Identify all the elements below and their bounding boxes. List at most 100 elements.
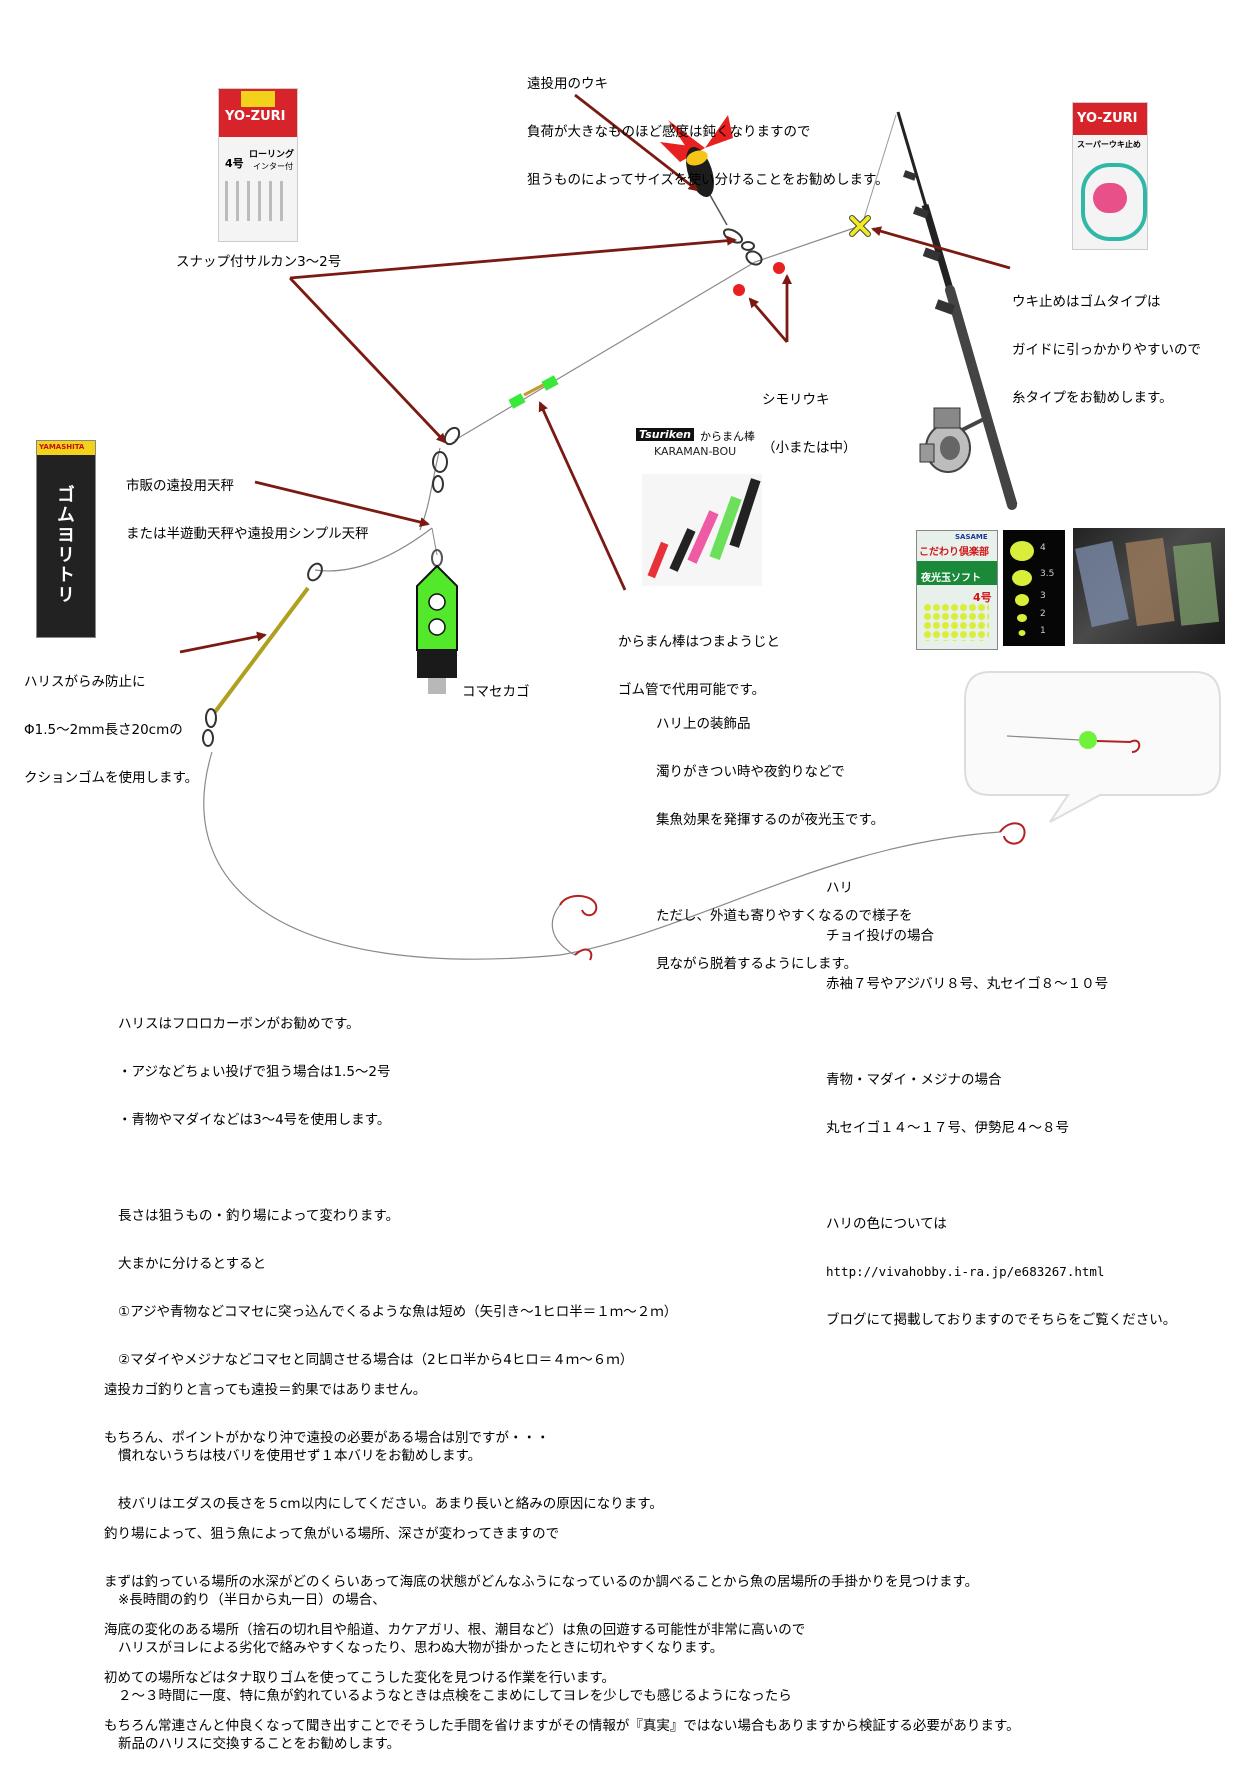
- hook-note-line: 丸セイゴ１４～１７号、伊勢尼４～８号: [826, 1120, 1069, 1136]
- bead-size-4: 4: [1040, 543, 1046, 553]
- cushion-note-line: Φ1.5～2mm長さ20cmの: [24, 722, 183, 738]
- harisu-note-line: ハリスはフロロカーボンがお勧めです。: [118, 1016, 360, 1032]
- bead-size-3-5: 3.5: [1040, 569, 1055, 579]
- ukidome-note-line: ウキ止めはゴムタイプは: [1012, 294, 1161, 310]
- shimori-note: シモリウキ （小または中）: [762, 360, 857, 472]
- cushion-rubber-icon: [202, 562, 323, 747]
- karaman-note-line: からまん棒はつまようじと: [618, 634, 780, 650]
- bottom-note-line: [104, 1478, 1020, 1494]
- tenbin-swivel-icon: [432, 426, 461, 493]
- decoration-product-photo: [1073, 528, 1225, 644]
- reel-icon: [919, 407, 987, 473]
- decoration-note: ハリ上の装飾品 濁りがきつい時や夜釣りなどで 集魚効果を発揮するのが夜光玉です。…: [656, 684, 913, 988]
- karaman-bou-icon: [508, 375, 559, 409]
- hook-note-line: ハリ: [826, 880, 853, 896]
- komase-label: コマセカゴ: [462, 684, 530, 700]
- yozuri-swivel-product: ローリング: [249, 150, 295, 160]
- yozuri-ukidome-product: スーパーウキ止め: [1077, 140, 1141, 149]
- glow-bead-size-chart: [1003, 530, 1065, 646]
- karaman-name-en: KARAMAN-BOU: [654, 445, 737, 458]
- decoration-bubble: [964, 671, 1221, 823]
- arrows: [179, 93, 1011, 654]
- main-line: [203, 225, 1001, 960]
- bottom-note-line: 釣り場によって、狙う魚によって魚がいる場所、深さが変わってきますので: [104, 1526, 560, 1542]
- hook-icon-main: [999, 822, 1026, 845]
- yozuri-swivel-brand: YO-ZURI: [225, 109, 286, 124]
- float-note: 遠投用のウキ 負荷が大きなものほど感度は鈍くなりますので 狙うものによってサイズ…: [527, 44, 889, 204]
- float-stopper-icon: [849, 215, 871, 237]
- bottom-note-line: もちろん常連さんと仲良くなって聞き出すことでそうした手間を省けますがその情報が『…: [104, 1718, 1020, 1734]
- hook-note-line: 青物・マダイ・メジナの場合: [826, 1072, 1002, 1088]
- snap-swivel-label: スナップ付サルカン3～2号: [176, 254, 342, 270]
- bottom-note: 遠投カゴ釣りと言っても遠投＝釣果ではありません。 もちろん、ポイントがかなり沖で…: [104, 1350, 1020, 1750]
- decoration-note-line: ハリ上の装飾品: [656, 716, 751, 732]
- hook-note-line: [826, 1168, 1176, 1184]
- karaman-brand: Tsuriken: [636, 428, 694, 441]
- yozuri-swivel-sub: インター付: [253, 162, 293, 171]
- shimori-bead-lower: [733, 284, 745, 296]
- yamashita-brand: YAMASHITA: [39, 443, 85, 451]
- float-note-line: 狙うものによってサイズを使い分けることをお勧めします。: [527, 172, 889, 188]
- bead-size-2: 2: [1040, 609, 1046, 619]
- fishing-rod: [861, 111, 1018, 510]
- komase-basket-icon: [416, 527, 458, 694]
- cushion-note-line: クションゴムを使用します。: [24, 770, 199, 786]
- ukidome-note-line: 糸タイプをお勧めします。: [1012, 390, 1173, 406]
- sasame-package: SASAME こだわり倶楽部 夜光玉ソフト 4号: [916, 530, 998, 650]
- sasame-size: 4号: [973, 591, 992, 604]
- tenbin-note-line: または半遊動天秤や遠投用シンプル天秤: [126, 526, 369, 542]
- hook-color-link[interactable]: http://vivahobby.i-ra.jp/e683267.html: [826, 1264, 1105, 1279]
- harisu-note-line: 慣れないうちは枝バリを使用せず１本バリをお勧めします。: [118, 1448, 482, 1464]
- float-note-line: 負荷が大きなものほど感度は鈍くなりますので: [527, 124, 811, 140]
- harisu-note-line: ・青物やマダイなどは3～4号を使用します。: [118, 1112, 391, 1128]
- yozuri-swivel-package: YO-ZURI 4号 ローリング インター付: [218, 88, 298, 242]
- hook-note-line: チョイ投げの場合: [826, 928, 934, 944]
- bead-size-labels: 4 3.5 3 2 1: [1040, 543, 1062, 643]
- decoration-note-line: ただし、外道も寄りやすくなるので様子を: [656, 908, 913, 924]
- harisu-note-line: 枝バリはエダスの長さを５cm以内にしてください。あまり長いと絡みの原因になります…: [118, 1496, 663, 1512]
- shimori-note-line: シモリウキ: [762, 392, 830, 408]
- hook-note-line: [826, 1024, 1176, 1040]
- harisu-note-line: 大まかに分けるとすると: [118, 1256, 267, 1272]
- hook-note-line: 赤袖７号やアジバリ８号、丸セイゴ８～１０号: [826, 976, 1109, 992]
- tenbin-note: 市販の遠投用天秤 または半遊動天秤や遠投用シンプル天秤: [126, 446, 369, 558]
- cushion-note-line: ハリスがらみ防止に: [24, 674, 146, 690]
- tenbin-note-line: 市販の遠投用天秤: [126, 478, 234, 494]
- ukidome-note-line: ガイドに引っかかりやすいので: [1012, 342, 1201, 358]
- hook-note-line: ブログにて掲載しておりますのでそちらをご覧ください。: [826, 1312, 1177, 1328]
- harisu-note-line: ①アジや青物などコマセに突っ込んでくるような魚は短め（矢引き～1ヒロ半＝１ｍ～２…: [118, 1304, 678, 1320]
- karaman-package: Tsuriken からまん棒 KARAMAN-BOU: [632, 428, 772, 588]
- fishing-rig-diagram: [179, 93, 1221, 961]
- harisu-note-line: ・アジなどちょい投げで狙う場合は1.5～2号: [118, 1064, 391, 1080]
- ukidome-note: ウキ止めはゴムタイプは ガイドに引っかかりやすいので 糸タイプをお勧めします。: [1012, 262, 1201, 422]
- decoration-note-line: 集魚効果を発揮するのが夜光玉です。: [656, 812, 885, 828]
- sasame-brand: SASAME: [955, 533, 988, 541]
- decoration-note-line: 濁りがきつい時や夜釣りなどで: [656, 764, 845, 780]
- hook-icon-branch: [574, 948, 593, 961]
- karaman-note: からまん棒はつまようじと ゴム管で代用可能です。: [618, 602, 780, 714]
- bottom-note-line: まずは釣っている場所の水深がどのくらいあって海底の状態がどんなふうになっているの…: [104, 1574, 979, 1590]
- harisu-note-line: [118, 1160, 792, 1176]
- yamashita-product: ゴムヨリトリ: [54, 485, 75, 605]
- yamashita-package: YAMASHITA ゴムヨリトリ: [36, 440, 96, 638]
- shimori-bead-upper: [773, 262, 785, 274]
- bottom-note-line: 初めての場所などはタナ取りゴムを使ってこうした変化を見つける作業を行います。: [104, 1670, 615, 1686]
- sasame-club: こだわり倶楽部: [919, 547, 989, 558]
- bottom-note-line: 海底の変化のある場所（捨石の切れ目や船道、カケアガリ、根、潮目など）は魚の回遊す…: [104, 1622, 806, 1638]
- yozuri-ukidome-package: YO-ZURI スーパーウキ止め: [1072, 102, 1148, 250]
- hook-note: ハリ チョイ投げの場合 赤袖７号やアジバリ８号、丸セイゴ８～１０号 青物・マダイ…: [826, 848, 1176, 1344]
- yozuri-ukidome-brand: YO-ZURI: [1077, 111, 1138, 126]
- bead-size-1: 1: [1040, 626, 1046, 636]
- sasame-product: 夜光玉ソフト: [921, 573, 981, 584]
- decoration-note-line: 見ながら脱着するようにします。: [656, 956, 858, 972]
- bottom-note-line: もちろん、ポイントがかなり沖で遠投の必要がある場合は別ですが・・・: [104, 1430, 550, 1446]
- bead-size-3: 3: [1040, 591, 1046, 601]
- harisu-note-line: 長さは狙うもの・釣り場によって変わります。: [118, 1208, 400, 1224]
- yozuri-swivel-size: 4号: [225, 157, 244, 170]
- karaman-note-line: ゴム管で代用可能です。: [618, 682, 766, 698]
- harisu-note-line: ②マダイやメジナなどコマセと同調させる場合は（2ヒロ半から4ヒロ＝４ｍ～６ｍ）: [118, 1352, 634, 1368]
- bottom-note-line: 遠投カゴ釣りと言っても遠投＝釣果ではありません。: [104, 1382, 427, 1398]
- cushion-note: ハリスがらみ防止に Φ1.5～2mm長さ20cmの クションゴムを使用します。: [24, 642, 198, 802]
- float-note-line: 遠投用のウキ: [527, 76, 608, 92]
- hook-icon-branch-upper: [559, 894, 598, 917]
